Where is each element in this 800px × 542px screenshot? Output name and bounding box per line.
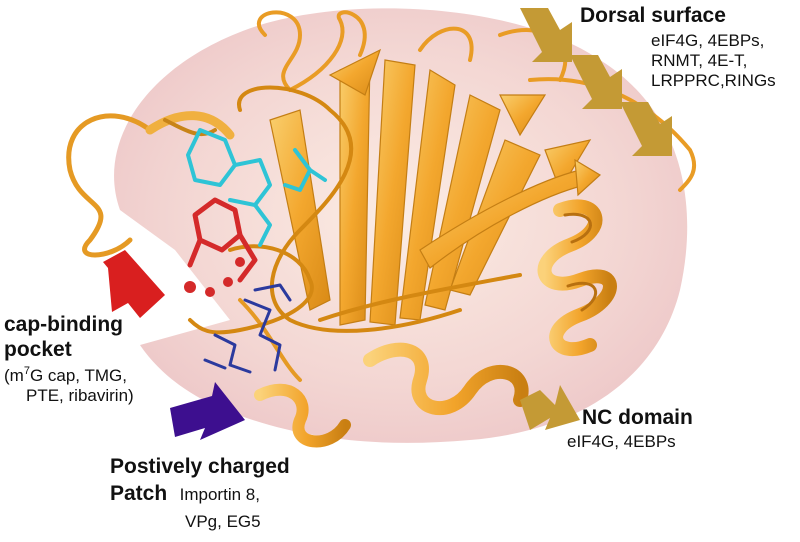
dorsal-surface-binders: eIF4G, 4EBPs, RNMT, 4E-T, LRPPRC,RINGs [651, 31, 776, 91]
dorsal-surface-label: Dorsal surface [580, 4, 726, 29]
right-strand [419, 158, 602, 269]
cap-pocket-ligands: (m7G cap, TMG, PTE, ribavirin) [4, 366, 134, 406]
left-coil [66, 111, 235, 258]
cap-ligand-line-2: PTE, ribavirin) [26, 386, 134, 406]
right-helices [537, 199, 617, 357]
nc-domain-label: NC domain [582, 406, 693, 431]
nc-domain-binders: eIF4G, 4EBPs [567, 432, 676, 451]
cap-ligand-pre: (m [4, 366, 24, 385]
patch-binders-line-2: VPg, EG5 [185, 512, 261, 531]
dorsal-binder-line-3: LRPPRC,RINGs [651, 71, 776, 91]
basic-residues-blue [203, 283, 292, 374]
purple-arrow-icon [170, 382, 245, 440]
patch-title-line-2: Patch [110, 482, 168, 505]
dorsal-binder-line-2: RNMT, 4E-T, [651, 51, 748, 71]
beta-sheet [269, 48, 592, 326]
loop-tubes [188, 85, 522, 335]
cap-pocket-title-line-2: pocket [4, 337, 72, 361]
red-arrow-icon [103, 250, 165, 318]
nc-domain-title: NC domain [582, 406, 693, 429]
patch-label-line-2: Patch Importin 8, [110, 482, 260, 507]
patch-binders-inline: Importin 8, [179, 485, 260, 504]
dorsal-surface-title: Dorsal surface [580, 4, 726, 27]
cap-ligand-line-1: (m7G cap, TMG, [4, 366, 134, 386]
phosphate-atoms [184, 257, 245, 297]
cap-binding-pocket-label: cap-binding pocket [4, 313, 123, 363]
cap-ligand-red [187, 197, 258, 283]
bottom-helices [238, 298, 529, 448]
dorsal-binder-line-1: eIF4G, 4EBPs, [651, 31, 765, 50]
nc-gold-arrow-icon [520, 385, 580, 430]
cap-ligand-cyan [186, 128, 327, 247]
cap-ligand-post: G cap, TMG, [29, 366, 127, 385]
gold-arrow-icon [520, 8, 672, 156]
cap-pocket-title-line-1: cap-binding [4, 313, 123, 336]
patch-title-line-1: Postively charged [110, 455, 290, 478]
cap-ligand-superscript: 7 [23, 365, 30, 377]
